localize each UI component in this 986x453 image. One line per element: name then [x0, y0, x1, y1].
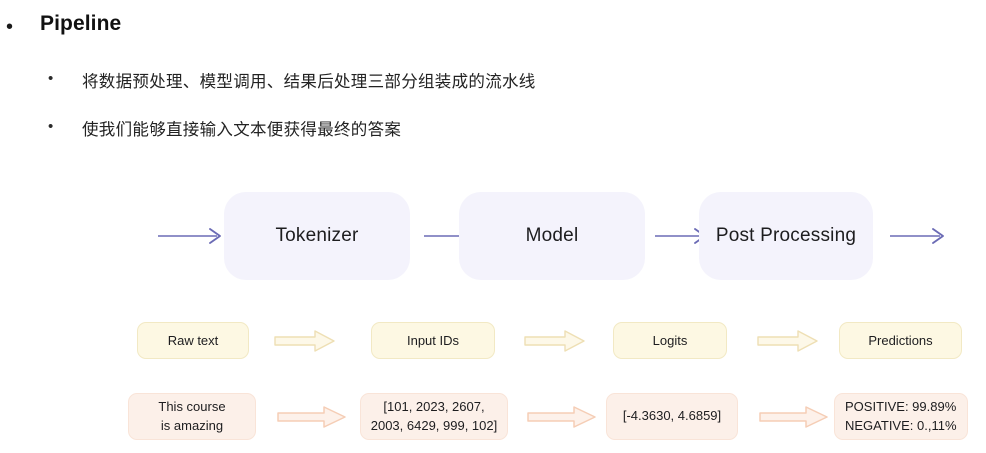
bullet-item-description-2: • 使我们能够直接输入文本便获得最终的答案 — [48, 116, 401, 140]
block-arrow-value-2-icon — [527, 405, 597, 429]
data-value-line: This course — [158, 398, 226, 414]
bullet-item-title: • Pipeline — [6, 12, 121, 37]
pipeline-stage-label: Post Processing — [715, 225, 857, 246]
data-label-predictions[interactable]: Predictions — [839, 322, 962, 359]
block-arrow-value-3-icon — [759, 405, 829, 429]
data-value-line: NEGATIVE: 0.,11% — [845, 417, 957, 433]
data-value-line: [-4.3630, 4.6859] — [622, 408, 722, 424]
data-value-input-ids[interactable]: [101, 2023, 2607, 2003, 6429, 999, 102] — [360, 393, 508, 440]
bullet-marker-icon: • — [48, 70, 54, 87]
data-label-text: Raw text — [167, 333, 219, 348]
data-value-raw-text[interactable]: This course is amazing — [128, 393, 256, 440]
pipeline-stage-post-processing[interactable]: Post Processing — [699, 192, 873, 280]
data-value-line: is amazing — [160, 417, 224, 433]
bullet-item-description-1: • 将数据预处理、模型调用、结果后处理三部分组装成的流水线 — [48, 68, 536, 92]
block-arrow-label-2-icon — [524, 329, 586, 353]
bullet-marker-icon: • — [48, 118, 54, 135]
data-label-text: Logits — [652, 333, 688, 348]
bullet-marker-icon: • — [6, 16, 14, 38]
block-arrow-label-1-icon — [274, 329, 336, 353]
data-label-raw-text[interactable]: Raw text — [137, 322, 249, 359]
block-arrow-value-1-icon — [277, 405, 347, 429]
pipeline-stage-label: Tokenizer — [275, 225, 359, 246]
data-value-predictions[interactable]: POSITIVE: 99.89% NEGATIVE: 0.,11% — [834, 393, 968, 440]
pipeline-stage-tokenizer[interactable]: Tokenizer — [224, 192, 410, 280]
bullet-text-2: 使我们能够直接输入文本便获得最终的答案 — [82, 121, 402, 139]
bullet-text-1: 将数据预处理、模型调用、结果后处理三部分组装成的流水线 — [82, 73, 536, 91]
page-title: Pipeline — [40, 12, 122, 35]
pipeline-arrow-out-icon — [890, 224, 948, 248]
block-arrow-label-3-icon — [757, 329, 819, 353]
data-label-logits[interactable]: Logits — [613, 322, 727, 359]
data-value-line: [101, 2023, 2607, — [383, 398, 485, 414]
data-label-input-ids[interactable]: Input IDs — [371, 322, 495, 359]
pipeline-arrow-in-icon — [158, 224, 224, 248]
data-label-text: Input IDs — [406, 333, 460, 348]
data-value-logits[interactable]: [-4.3630, 4.6859] — [606, 393, 738, 440]
data-value-line: POSITIVE: 99.89% — [845, 398, 957, 414]
data-label-text: Predictions — [868, 333, 933, 348]
pipeline-stage-model[interactable]: Model — [459, 192, 645, 280]
data-value-line: 2003, 6429, 999, 102] — [370, 417, 498, 433]
pipeline-stage-label: Model — [525, 225, 579, 246]
